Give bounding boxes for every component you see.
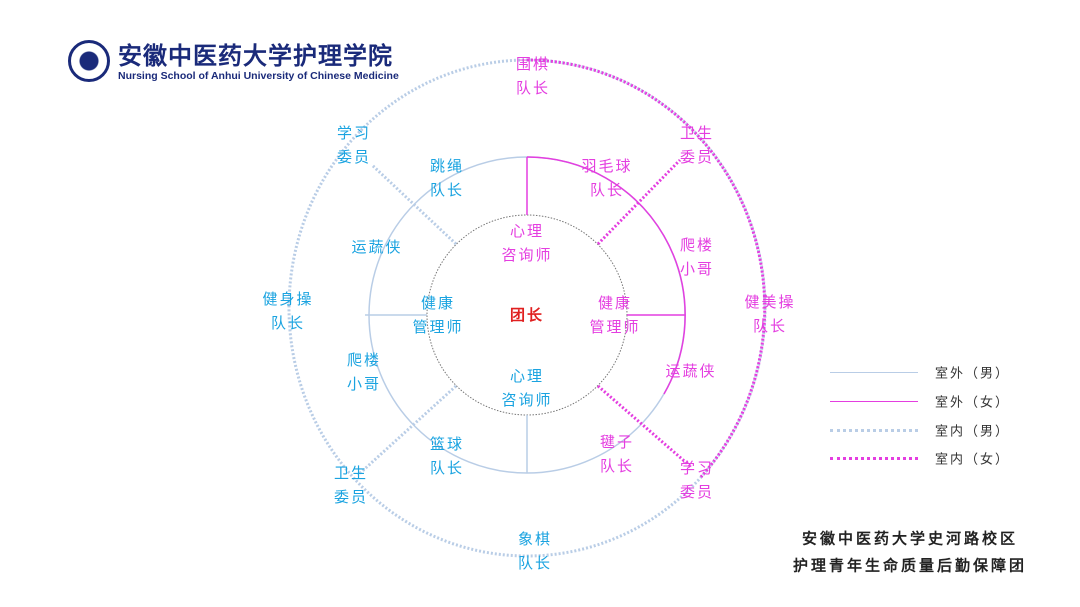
middle-tl-label: 跳绳队长 — [429, 157, 465, 199]
outer-tl-label: 学习委员 — [336, 124, 372, 166]
outer-top-label: 围棋队长 — [515, 55, 551, 97]
legend-label: 室外（女） — [935, 395, 1011, 411]
diag-br — [597, 384, 691, 468]
logo-title-en: Nursing School of Anhui University of Ch… — [118, 70, 399, 82]
footer-team: 护理青年生命质量后勤保障团 — [792, 556, 1028, 575]
outer-br-label: 学习委员 — [679, 459, 715, 501]
legend-swatch-indoor-female — [830, 457, 918, 460]
diag-tl — [370, 163, 458, 246]
middle-bl-label: 篮球队长 — [429, 435, 465, 477]
legend-swatch-outdoor-female — [830, 401, 918, 402]
logo-emblem — [68, 40, 110, 82]
outer-tr-label: 卫生委员 — [679, 124, 715, 166]
middle-r1-label: 爬楼小哥 — [679, 236, 715, 278]
logo-title-cn: 安徽中医药大学护理学院 — [118, 41, 393, 70]
outer-ring-female — [526, 58, 767, 480]
footer-campus: 安徽中医药大学史河路校区 — [801, 529, 1019, 548]
middle-l1-label: 运蔬侠 — [351, 238, 403, 256]
leader-label: 团长 — [509, 306, 545, 324]
inner-bottom-label: 心理咨询师 — [501, 367, 553, 409]
legend-swatch-indoor-male — [830, 429, 918, 432]
inner-top-label: 心理咨询师 — [501, 222, 553, 264]
middle-l2-label: 爬楼小哥 — [346, 351, 382, 393]
legend-label: 室内（男） — [935, 424, 1011, 440]
inner-right-label: 健康管理师 — [589, 294, 641, 336]
middle-tr-label: 羽毛球队长 — [581, 157, 633, 199]
middle-r2-label: 运蔬侠 — [665, 362, 717, 380]
inner-left-label: 健康管理师 — [412, 294, 464, 336]
legend-label: 室内（女） — [935, 452, 1011, 468]
legend-swatch-outdoor-male — [830, 372, 918, 373]
diag-tr — [596, 158, 682, 246]
outer-l-label: 健身操队长 — [262, 290, 314, 332]
outer-bottom-label: 象棋队长 — [517, 530, 553, 572]
middle-br-label: 毽子队长 — [599, 433, 635, 475]
outer-bl-label: 卫生委员 — [333, 464, 369, 506]
outer-r-label: 健美操队长 — [744, 293, 796, 335]
middle-ring-female — [526, 156, 686, 395]
legend-label: 室外（男） — [935, 366, 1011, 382]
